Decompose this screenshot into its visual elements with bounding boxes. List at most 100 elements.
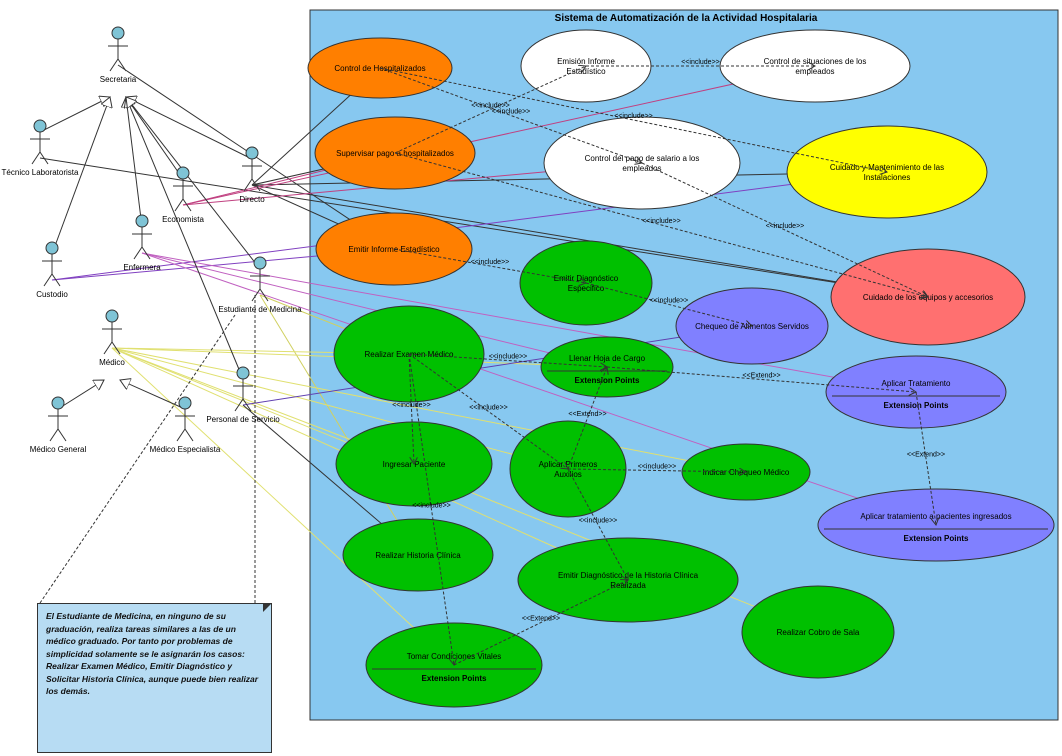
include-stereotype: <<include>> (614, 113, 653, 120)
association-line (141, 252, 608, 368)
actor-medico[interactable]: Médico (99, 309, 125, 367)
use-case-label: Emitir Diagnóstico (554, 274, 619, 283)
actor-head (111, 26, 125, 40)
actor-head (135, 214, 149, 228)
association-line (259, 294, 419, 556)
use-case-label: Indicar Chequeo Médico (703, 468, 790, 477)
actor-leg (103, 341, 113, 355)
actor-head (176, 166, 190, 180)
include-stereotype: <<include>> (492, 109, 531, 116)
extend-relation (453, 580, 628, 666)
use-case-label: Emitir Diagnóstico de la Historia Clínic… (558, 571, 699, 580)
actor-leg (243, 178, 253, 192)
generalization-line (51, 97, 110, 255)
extend-stereotype: <<Extend>> (742, 373, 780, 380)
actor-leg (182, 198, 192, 212)
actor-personal[interactable]: Personal de Servicio (206, 366, 280, 424)
generalization-line (126, 97, 253, 160)
actor-enfermera[interactable]: Enfermera (123, 214, 161, 272)
include-relation (408, 353, 607, 367)
extension-points-label: Extension Points (422, 674, 487, 683)
include-relation (567, 468, 628, 580)
extend-relation (567, 367, 607, 470)
actor-leg (51, 273, 61, 287)
actor-head (51, 396, 65, 410)
actor-leg (133, 246, 143, 260)
use-case-label: Chequeo de Alimentos Servidos (695, 322, 809, 331)
actor-leg (141, 246, 151, 260)
use-case-label: Emisión Informe (557, 57, 615, 66)
actor-leg (43, 273, 53, 287)
extension-points-label: Extension Points (575, 376, 640, 385)
include-stereotype: <<include>> (681, 59, 720, 66)
extend-relation (915, 391, 936, 525)
use-case-uc20[interactable]: Realizar Cobro de Sala (741, 585, 895, 679)
generalization-line (126, 97, 184, 180)
include-relation (379, 67, 887, 172)
actor-label: Médico General (30, 445, 87, 454)
association-line (141, 252, 917, 393)
use-case-shape (342, 518, 494, 592)
include-relation (393, 248, 586, 283)
include-stereotype: <<include>> (638, 464, 677, 471)
use-case-label: Instalaciones (864, 173, 911, 182)
actor-leg (39, 151, 49, 165)
generalization-line (126, 97, 261, 270)
use-case-label: empleados (622, 164, 661, 173)
include-relation (394, 152, 928, 297)
actor-leg (259, 288, 269, 302)
use-case-label: Realizar Cobro de Sala (777, 628, 860, 637)
extension-points-label: Extension Points (904, 534, 969, 543)
actor-head (105, 309, 119, 323)
actor-secretaria[interactable]: Secretaria (100, 26, 137, 84)
actor-leg (234, 398, 244, 412)
actor-leg (176, 428, 186, 442)
include-stereotype: <<include>> (579, 518, 618, 525)
include-stereotype: <<include>> (392, 402, 431, 409)
use-case-label: Aplicar tratamiento a pacientes ingresad… (860, 512, 1011, 521)
actor-head (245, 146, 259, 160)
actor-leg (49, 428, 59, 442)
actor-label: Enfermera (123, 263, 161, 272)
actor-leg (174, 198, 184, 212)
actor-head (178, 396, 192, 410)
generalization-line (126, 97, 244, 380)
actor-estudiante[interactable]: Estudiante de Medicina (218, 256, 302, 314)
actor-leg (251, 178, 261, 192)
use-case-label: Control del pago de salario a los (585, 154, 700, 163)
actor-medico-general[interactable]: Médico General (30, 396, 87, 454)
actor-leg (242, 398, 252, 412)
actor-label: Estudiante de Medicina (218, 305, 302, 314)
actor-economista[interactable]: Economista (162, 166, 204, 224)
include-relation (585, 282, 752, 326)
actor-leg (117, 58, 127, 72)
include-stereotype: <<include>> (469, 405, 508, 412)
generalization-line (126, 97, 143, 228)
actor-head (236, 366, 250, 380)
actor-head (253, 256, 267, 270)
generalization-line (120, 380, 186, 410)
actor-medico-esp[interactable]: Médico Especialista (150, 396, 221, 454)
actor-label: Personal de Servicio (206, 415, 280, 424)
include-stereotype: <<include>> (642, 218, 681, 225)
use-case-label: Cuidado de los equipos y accesorios (863, 293, 993, 302)
actor-tecnico-lab[interactable]: Técnico Laboratorista (2, 119, 79, 177)
extend-stereotype: <<Extend>> (907, 452, 945, 459)
use-case-uc18[interactable]: Realizar Historia Clínica (342, 518, 494, 592)
actor-leg (184, 428, 194, 442)
actor-head (33, 119, 47, 133)
include-stereotype: <<include>> (489, 354, 528, 361)
actor-leg (31, 151, 41, 165)
extend-relation (606, 366, 916, 392)
actor-label: Médico Especialista (150, 445, 221, 454)
actor-label: Custodio (36, 290, 68, 299)
include-relation (408, 353, 568, 469)
extension-points-label: Extension Points (884, 401, 949, 410)
actor-directo[interactable]: Directo (239, 146, 265, 204)
use-case-label: empleados (795, 67, 834, 76)
actor-custodio[interactable]: Custodio (36, 241, 68, 299)
include-relation (641, 162, 928, 297)
include-stereotype: <<include>> (471, 103, 510, 110)
